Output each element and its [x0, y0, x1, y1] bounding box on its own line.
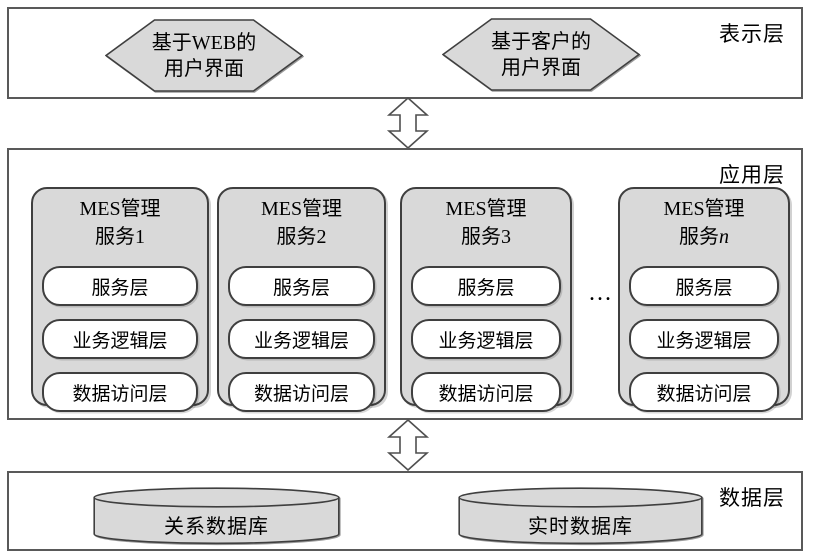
realtime-db-cylinder: 实时数据库 — [458, 487, 703, 545]
client-ui-line2: 用户界面 — [501, 56, 581, 79]
card-title: MES管理 服务1 — [42, 195, 198, 253]
double-arrow-icon — [386, 419, 430, 471]
mes-service-card-2: MES管理 服务2 服务层 业务逻辑层 数据访问层 — [217, 187, 386, 412]
web-ui-hexagon-text: 基于WEB的 用户界面 — [105, 19, 303, 92]
card-title-line1: MES管理 — [663, 198, 745, 220]
client-ui-line1: 基于客户的 — [491, 30, 591, 53]
database-cylinder-icon — [93, 487, 340, 545]
relational-db-cylinder: 关系数据库 — [93, 487, 340, 545]
card-title: MES管理 服务n — [629, 195, 779, 253]
card-title-line1: MES管理 — [79, 198, 161, 220]
service-sublayer-pill: 服务层 — [411, 266, 561, 306]
double-arrow-icon — [386, 97, 430, 149]
application-layer-label: 应用层 — [719, 163, 785, 187]
card-title: MES管理 服务2 — [228, 195, 375, 253]
database-cylinder-icon — [458, 487, 703, 545]
data-access-sublayer-pill: 数据访问层 — [411, 372, 561, 412]
service-sublayer-pill: 服务层 — [42, 266, 198, 306]
client-ui-hexagon: 基于客户的 用户界面 — [442, 18, 640, 91]
logic-sublayer-pill: 业务逻辑层 — [629, 319, 779, 359]
hexagon-shape-icon — [105, 19, 303, 92]
card-title: MES管理 服务3 — [411, 195, 561, 253]
service-sublayer-pill: 服务层 — [629, 266, 779, 306]
client-ui-hexagon-text: 基于客户的 用户界面 — [442, 18, 640, 91]
realtime-db-label: 实时数据库 — [528, 515, 633, 538]
web-ui-line1: 基于WEB的 — [151, 31, 257, 54]
card-title-line1: MES管理 — [445, 198, 527, 220]
logic-sublayer-pill: 业务逻辑层 — [228, 319, 375, 359]
card-title-line2: 服务n — [679, 226, 729, 248]
card-title-line2: 服务1 — [95, 226, 145, 248]
service-sublayer-pill: 服务层 — [228, 266, 375, 306]
services-ellipsis: ... — [589, 280, 613, 306]
card-title-line2: 服务2 — [276, 226, 327, 248]
web-ui-hexagon: 基于WEB的 用户界面 — [105, 19, 303, 92]
hexagon-shape-icon — [442, 18, 640, 91]
data-layer-label: 数据层 — [719, 486, 785, 510]
presentation-layer-label: 表示层 — [719, 22, 785, 46]
mes-service-card-3: MES管理 服务3 服务层 业务逻辑层 数据访问层 — [400, 187, 572, 412]
card-title-line2: 服务3 — [461, 226, 511, 248]
card-title-line1: MES管理 — [260, 198, 343, 220]
web-ui-line2: 用户界面 — [164, 57, 244, 80]
logic-sublayer-pill: 业务逻辑层 — [411, 319, 561, 359]
relational-db-label: 关系数据库 — [164, 515, 269, 538]
data-access-sublayer-pill: 数据访问层 — [42, 372, 198, 412]
mes-service-card-n: MES管理 服务n 服务层 业务逻辑层 数据访问层 — [618, 187, 790, 412]
mes-service-card-1: MES管理 服务1 服务层 业务逻辑层 数据访问层 — [31, 187, 209, 412]
data-access-sublayer-pill: 数据访问层 — [629, 372, 779, 412]
data-access-sublayer-pill: 数据访问层 — [228, 372, 375, 412]
logic-sublayer-pill: 业务逻辑层 — [42, 319, 198, 359]
